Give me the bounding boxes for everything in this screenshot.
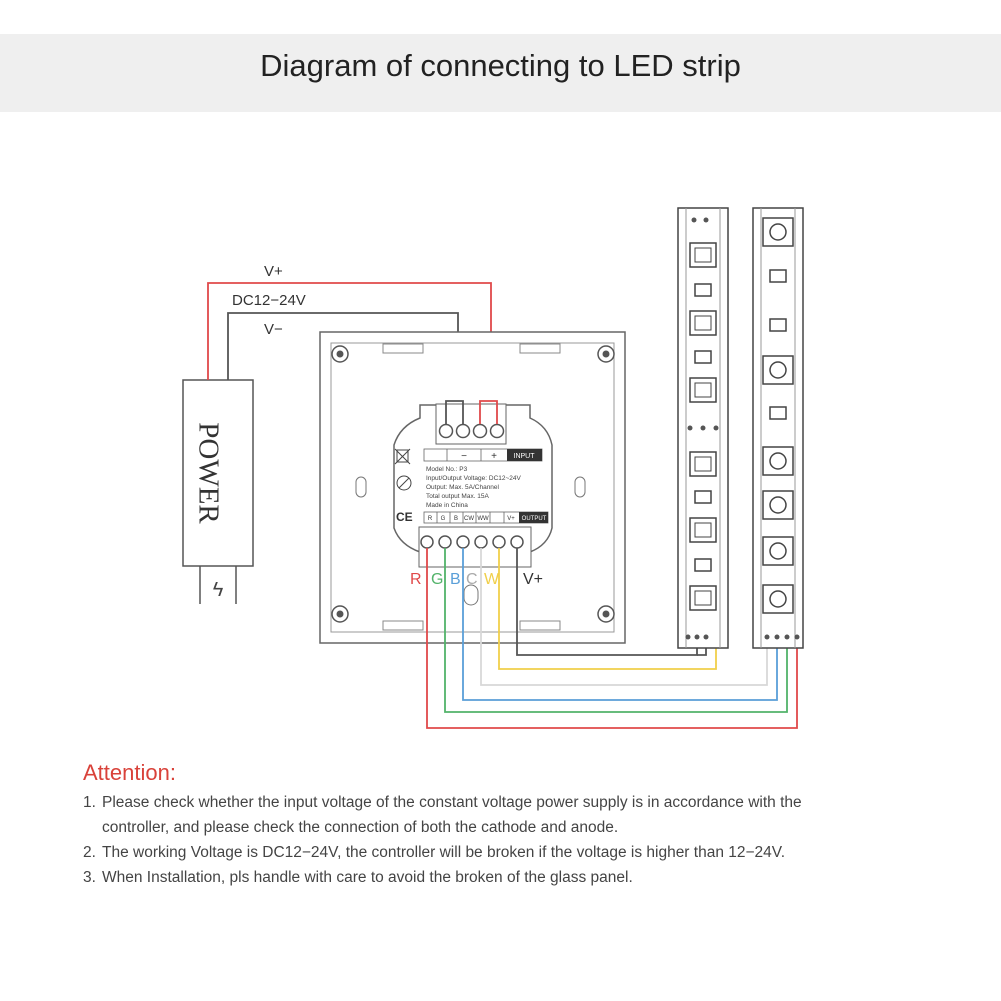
spec-line: Made in China <box>426 502 468 509</box>
spec-line: Output: Max. 5A/Channel <box>426 484 500 491</box>
attention-list: 1. Please check whether the input voltage… <box>83 790 943 890</box>
vplus-input-label: V+ <box>264 263 283 280</box>
attention-item: 1. Please check whether the input voltage… <box>83 790 943 815</box>
led-chip-core <box>694 590 712 606</box>
resistor <box>694 350 712 364</box>
terminal-c-label: C <box>466 571 478 588</box>
attention-item: 3. When Installation, pls handle with car… <box>83 865 943 890</box>
terminal-g-label: G <box>431 571 443 588</box>
attention-item-text: When Installation, pls handle with care … <box>102 869 633 886</box>
attention-item-number: 3. <box>83 869 96 886</box>
rgb-led-chip <box>762 490 794 520</box>
page-title: Diagram of connecting to LED strip <box>260 48 741 83</box>
led-chip-core <box>694 522 712 538</box>
terminal-b-label: B <box>450 571 461 588</box>
input-minus-label: − <box>461 451 467 462</box>
led-chip-core <box>694 247 712 263</box>
led-chip <box>689 310 717 336</box>
solder-dot <box>703 634 709 640</box>
output-cell: R <box>428 516 433 522</box>
output-terminal-block <box>418 526 532 568</box>
cert-marks <box>394 448 412 491</box>
input-label-bar: − + INPUT <box>423 448 543 462</box>
rgb-led-lens <box>769 361 787 379</box>
resistor <box>769 406 787 420</box>
input-tag: INPUT <box>514 453 536 460</box>
output-tag: OUTPUT <box>522 516 547 522</box>
spec-line: Total output Max. 15A <box>426 493 490 500</box>
attention-item-number: 2. <box>83 844 96 861</box>
led-chip-core <box>694 315 712 331</box>
resistor <box>769 269 787 283</box>
resistor <box>694 490 712 504</box>
header-band <box>0 34 1001 112</box>
ce-mark: CE <box>396 510 413 524</box>
spec-label: Model No.: P3 Input/Output Voltage: DC12… <box>426 466 522 509</box>
solder-dot <box>685 634 691 640</box>
input-plus-label: + <box>491 451 497 462</box>
spec-line: Model No.: P3 <box>426 466 468 473</box>
solder-dot <box>774 634 780 640</box>
terminal-labels: R G B C W V+ <box>410 571 543 588</box>
output-label-bar: R G B CW WW V+ OUTPUT <box>423 511 549 524</box>
output-cell: WW <box>477 516 489 522</box>
solder-dot <box>691 217 697 223</box>
attention-heading: Attention: <box>83 760 176 785</box>
attention-item: 2. The working Voltage is DC12−24V, the c… <box>83 840 943 865</box>
attention-item-continuation: controller, and please check the connect… <box>83 815 943 840</box>
resistor <box>769 318 787 332</box>
rgb-led-lens <box>769 496 787 514</box>
rgb-led-lens <box>769 452 787 470</box>
attention-item-number: 1. <box>83 794 96 811</box>
led-strip-rgb <box>752 207 804 649</box>
solder-dot <box>700 425 706 431</box>
terminal-r-label: R <box>410 571 422 588</box>
input-terminal-block <box>435 400 507 445</box>
led-chip <box>689 517 717 543</box>
rgb-led-lens <box>769 542 787 560</box>
vminus-input-label: V− <box>264 321 283 338</box>
output-cell: B <box>454 516 458 522</box>
power-supply: POWER ϟ <box>182 379 254 604</box>
solder-dot <box>794 634 800 640</box>
solder-dot <box>713 425 719 431</box>
controller-panel <box>319 331 626 644</box>
dc-voltage-label: DC12−24V <box>232 292 306 309</box>
resistor <box>694 283 712 297</box>
attention-item-text: The working Voltage is DC12−24V, the con… <box>102 844 786 861</box>
plug-icon: ϟ <box>213 579 224 601</box>
solder-dot <box>694 634 700 640</box>
output-cell: V+ <box>507 516 515 522</box>
rgb-led-lens <box>769 223 787 241</box>
solder-dot <box>687 425 693 431</box>
output-cell: CW <box>464 516 474 522</box>
rgb-led-lens <box>769 590 787 608</box>
power-label: POWER <box>192 422 224 524</box>
solder-dot <box>764 634 770 640</box>
attention-item-text: controller, and please check the connect… <box>102 819 619 836</box>
led-chip <box>689 377 717 403</box>
output-cell: G <box>441 516 446 522</box>
solder-dot <box>703 217 709 223</box>
terminal-vplus-label: V+ <box>523 571 543 588</box>
led-chip-core <box>694 382 712 398</box>
led-chip-core <box>694 456 712 472</box>
attention-item-text: Please check whether the input voltage o… <box>102 794 802 811</box>
led-strip-single-color <box>677 207 729 649</box>
solder-dot <box>784 634 790 640</box>
terminal-w-label: W <box>484 571 500 588</box>
weee-bin-icon <box>396 449 409 463</box>
spec-line: Input/Output Voltage: DC12~24V <box>426 475 522 482</box>
resistor <box>694 558 712 572</box>
rohs-icon <box>396 475 412 491</box>
